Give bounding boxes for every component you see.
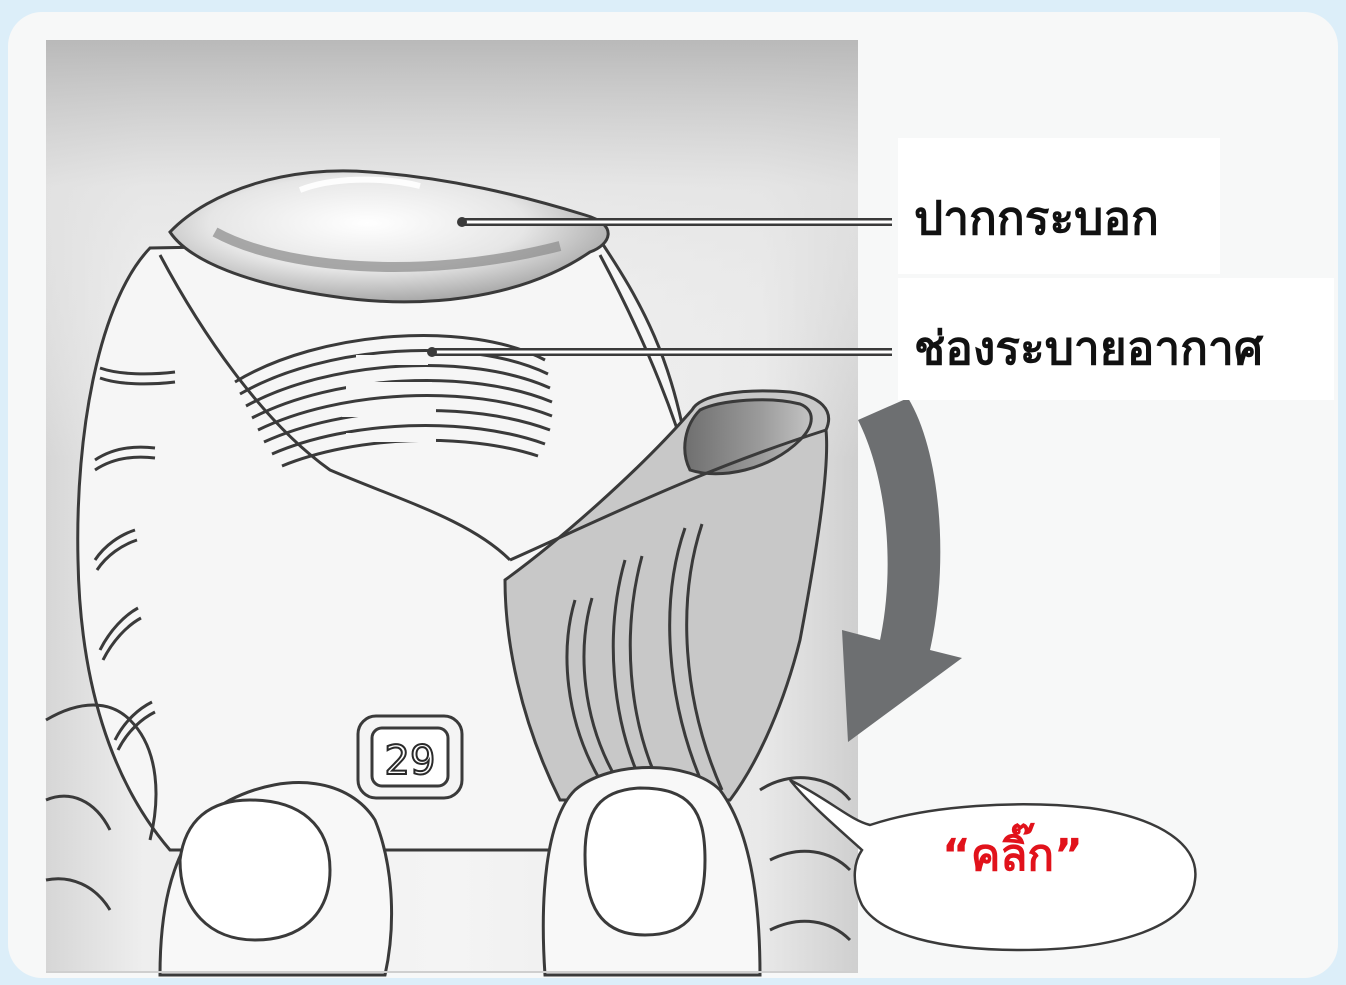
label-box-air-vent (898, 278, 1334, 400)
label-air-vent: ช่องระบายอากาศ (914, 321, 1264, 375)
grip-ridges (93, 366, 176, 751)
dose-counter-value: 29 (385, 738, 436, 784)
mouthpiece (168, 169, 610, 304)
click-sound-label: “คลิ๊ก” (942, 830, 1083, 881)
speech-bubble-icon (789, 778, 1197, 952)
inhaler-cover (503, 389, 831, 802)
dose-counter: 29 (356, 714, 464, 800)
label-box-mouthpiece (898, 138, 1220, 274)
label-mouthpiece: ปากกระบอก (914, 191, 1159, 245)
leader-line-mouthpiece (457, 217, 892, 227)
thumb-right (541, 766, 762, 977)
thumb-left (158, 781, 394, 977)
air-vent-grille (234, 333, 553, 468)
leader-line-air-vent (427, 347, 892, 357)
curved-down-arrow-icon (842, 398, 962, 742)
